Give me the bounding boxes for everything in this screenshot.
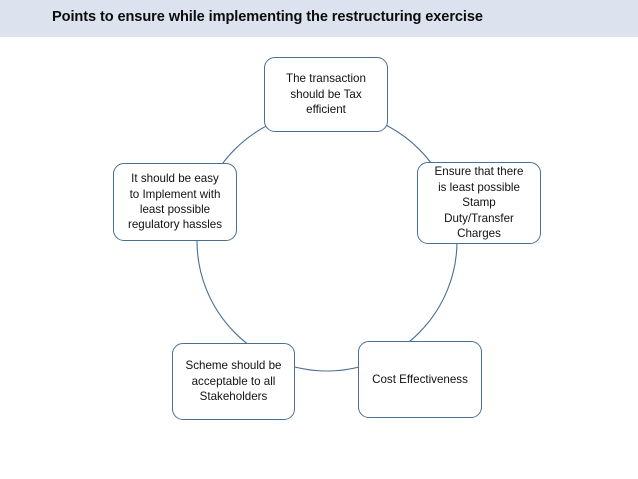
cycle-node-stamp-duty-label: Ensure that there is least possible Stam… (434, 165, 524, 241)
page-title: Points to ensure while implementing the … (52, 9, 483, 25)
cycle-node-tax-efficient[interactable]: The transaction should be Tax efficient (264, 57, 388, 132)
cycle-node-cost-effectiveness-label: Cost Effectiveness (372, 372, 468, 386)
cycle-node-regulatory-hassles[interactable]: It should be easy to Implement with leas… (113, 163, 237, 241)
title-band: Points to ensure while implementing the … (0, 0, 638, 37)
cycle-diagram: The transaction should be Tax efficient … (0, 37, 638, 479)
cycle-node-stakeholders-label: Scheme should be acceptable to all Stake… (185, 359, 282, 404)
cycle-node-regulatory-hassles-label: It should be easy to Implement with leas… (127, 172, 223, 232)
cycle-node-cost-effectiveness[interactable]: Cost Effectiveness (358, 341, 482, 418)
cycle-node-tax-efficient-label: The transaction should be Tax efficient (286, 72, 366, 117)
cycle-node-stamp-duty[interactable]: Ensure that there is least possible Stam… (417, 162, 541, 244)
cycle-node-stakeholders[interactable]: Scheme should be acceptable to all Stake… (172, 343, 295, 420)
